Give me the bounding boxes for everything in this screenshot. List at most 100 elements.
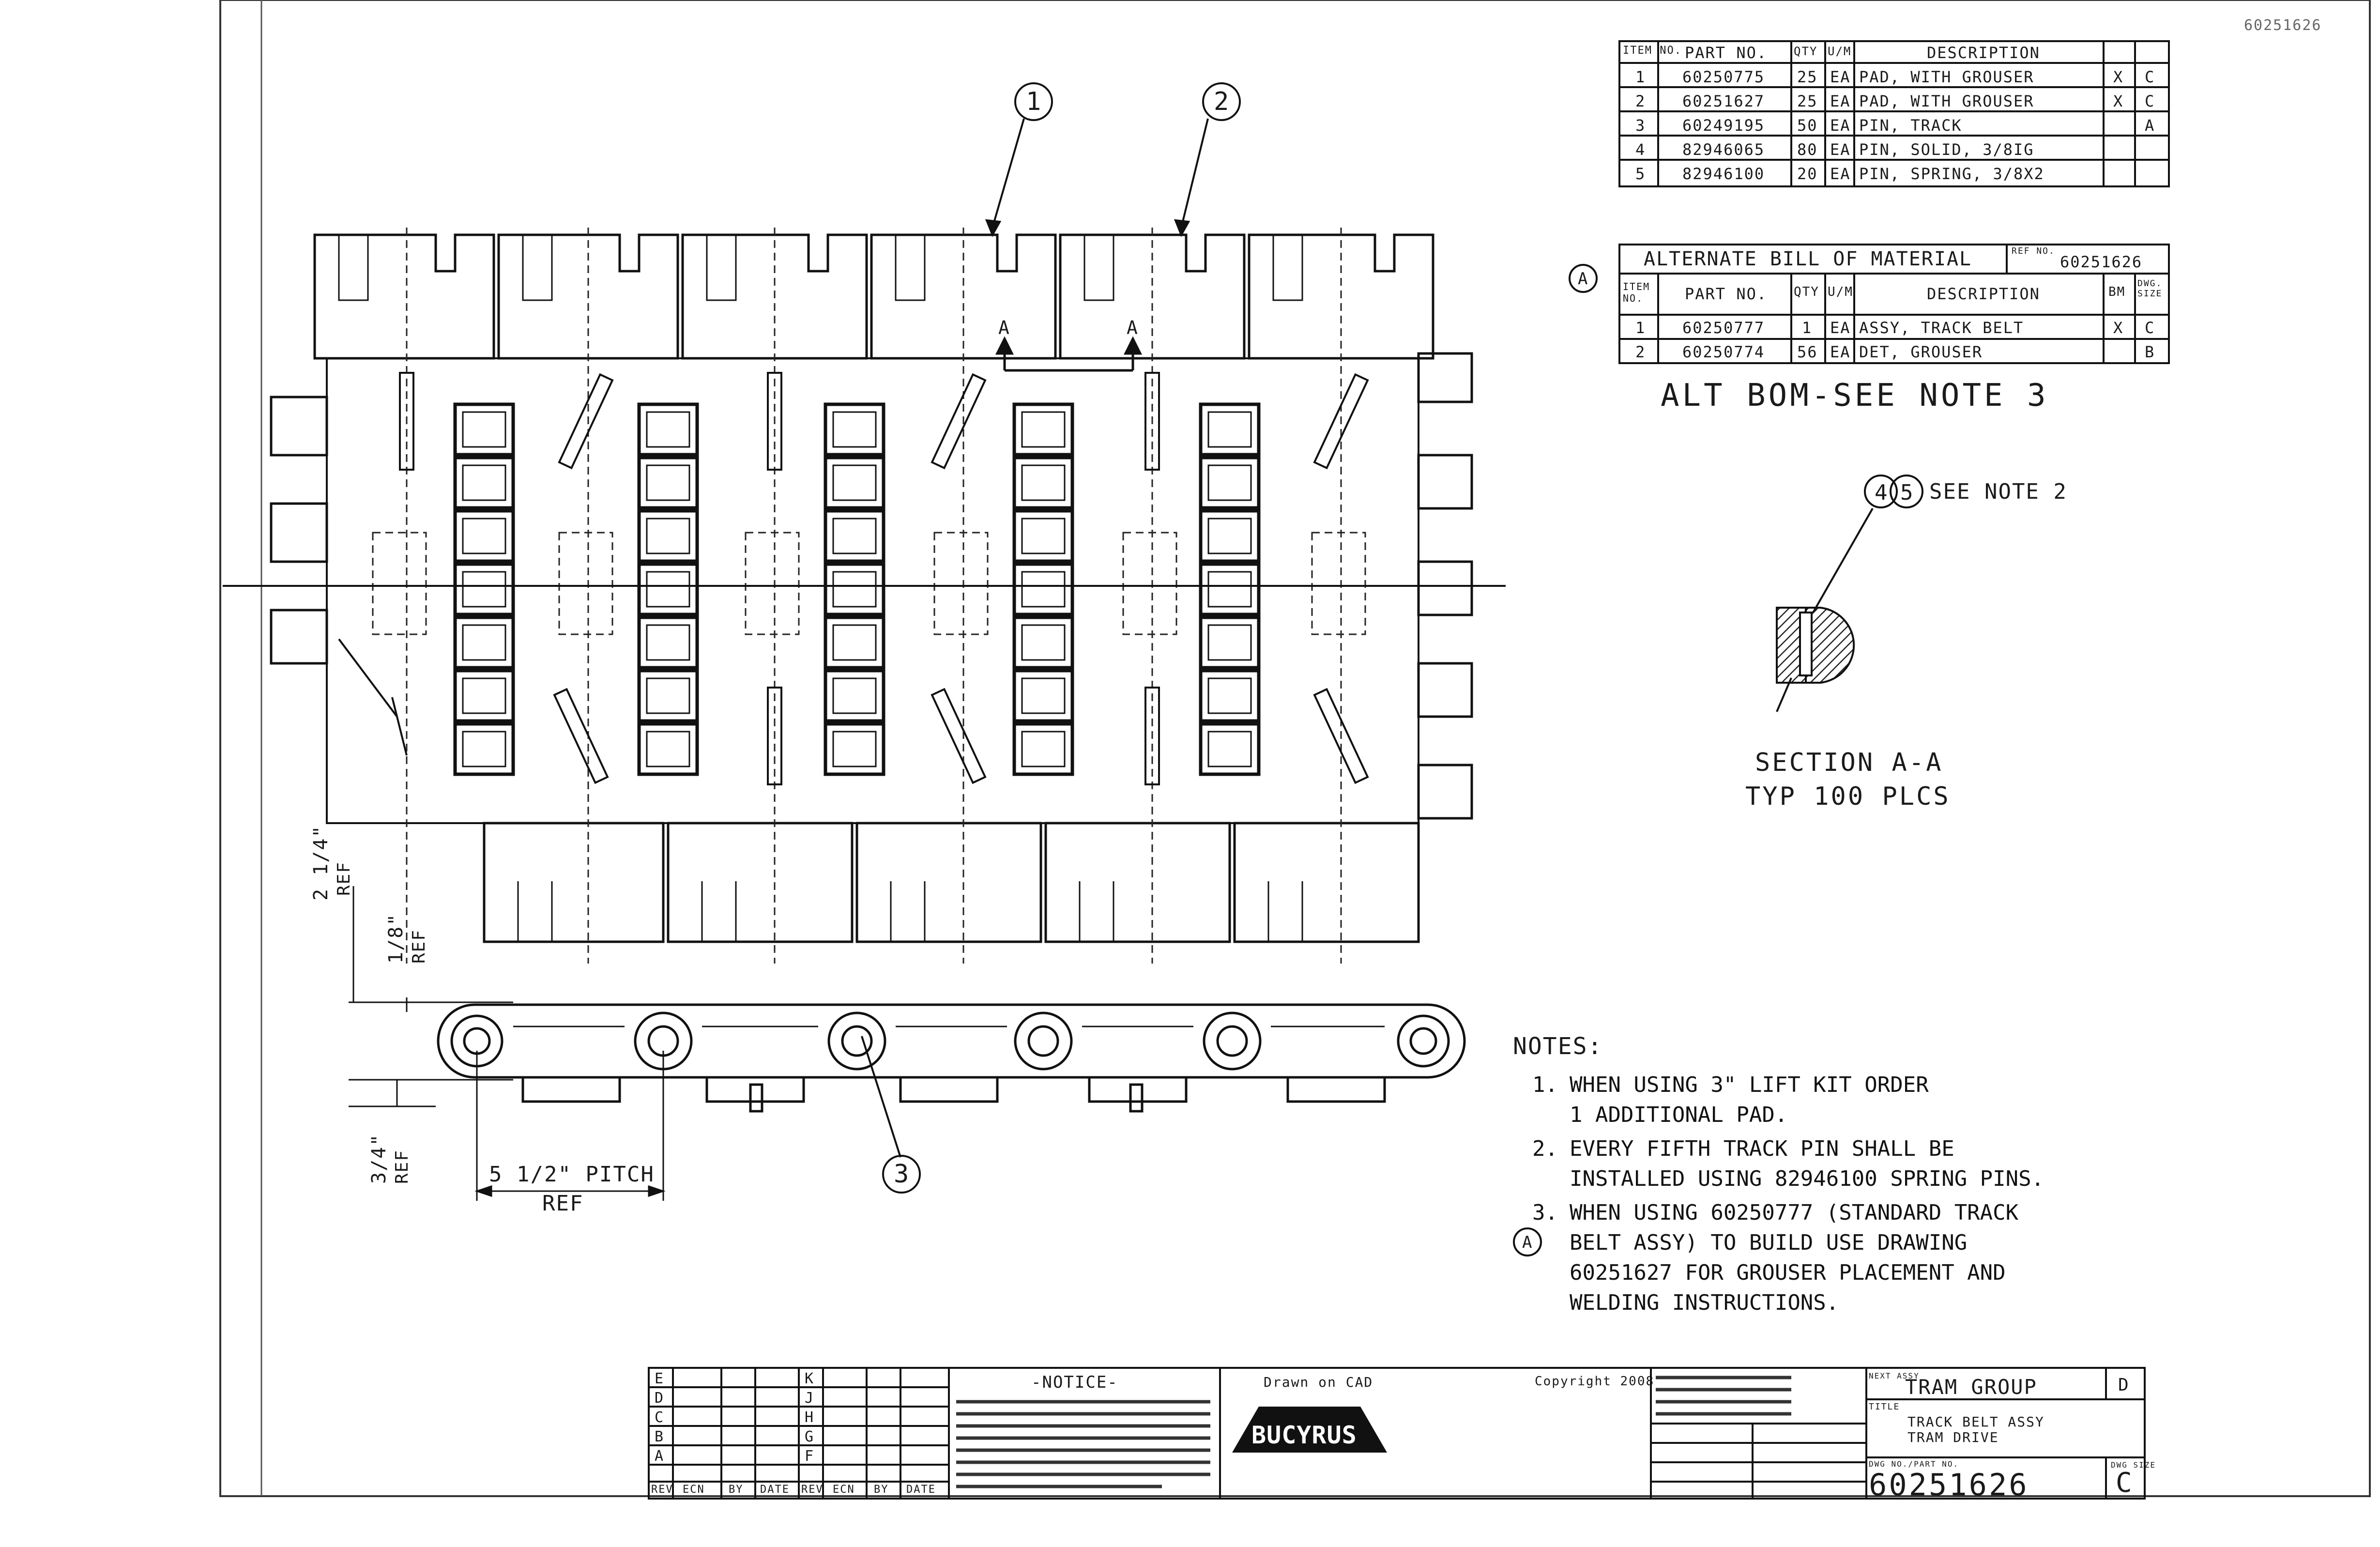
rev-header-ecn: ECN xyxy=(683,1484,705,1496)
alt-bom-row-1-desc: ASSY, TRACK BELT xyxy=(1859,319,2024,337)
link-column-3 xyxy=(825,404,884,774)
alt-bom-row-1-um: EA xyxy=(1830,319,1851,337)
track-belt-plan-view xyxy=(270,233,1473,943)
bom-row-3-um: EA xyxy=(1830,116,1851,135)
drawn-on-cad: Drawn on CAD xyxy=(1264,1374,1373,1390)
notes-list: 1. WHEN USING 3" LIFT KIT ORDER 1 ADDITIO… xyxy=(1532,1070,2044,1318)
rev-header-date: DATE xyxy=(760,1484,790,1496)
rev-letter-c: C xyxy=(655,1409,665,1426)
rev-header-by: BY xyxy=(729,1484,744,1496)
dwg-size: D xyxy=(2118,1375,2130,1395)
bom-header-qty: QTY xyxy=(1794,45,1818,58)
alt-bom-ref-label: REF NO. xyxy=(2012,246,2055,256)
alt-bom-header-um: U/M xyxy=(1828,285,1853,299)
section-mark-right: A xyxy=(1127,317,1139,338)
bom-row-1-item: 1 xyxy=(1635,68,1646,86)
section-cut-marks xyxy=(995,336,1143,372)
rev-header-by-2: BY xyxy=(874,1484,889,1496)
note-1-line-2: 1 ADDITIONAL PAD. xyxy=(1569,1103,1788,1127)
dwg-rev: C xyxy=(2116,1467,2133,1499)
top-pad-row xyxy=(313,233,1434,360)
callout-a-bubble-altbom xyxy=(1569,264,1598,293)
next-assy-label: NEXT ASSY xyxy=(1869,1371,1920,1380)
alt-bom-header-bm: BM xyxy=(2108,285,2126,299)
bom-row-5-item: 5 xyxy=(1635,165,1646,183)
dwg-size-label: DWG SIZE xyxy=(2111,1460,2156,1470)
link-column-4 xyxy=(1014,404,1072,774)
bom-row-4-desc: PIN, SOLID, 3/8IG xyxy=(1859,140,2034,159)
note-1-number: 1. xyxy=(1532,1072,1558,1097)
bom-row-2-size: C xyxy=(2145,92,2155,110)
alt-bom-header-part: PART NO. xyxy=(1685,285,1768,303)
section-subtitle: TYP 100 PLCS xyxy=(1745,782,1951,811)
callout-leaders xyxy=(861,118,1209,1158)
bom-table-grid xyxy=(1618,40,2170,187)
alt-bom-header-desc: DESCRIPTION xyxy=(1927,285,2040,303)
alt-bom-row-2-um: EA xyxy=(1830,343,1851,361)
company-logo-text: BUCYRUS xyxy=(1251,1421,1357,1449)
note-3-number: 3. xyxy=(1532,1200,1558,1225)
bom-row-5-qty: 20 xyxy=(1797,165,1818,183)
note-2-line-2: INSTALLED USING 82946100 SPRING PINS. xyxy=(1569,1166,2044,1191)
alt-bom-row-1-bm: X xyxy=(2113,319,2124,337)
hidden-features xyxy=(372,228,1366,964)
approval-text-block xyxy=(1656,1376,1791,1416)
callout-a-altbom: A xyxy=(1578,269,1588,289)
bom-header-um: U/M xyxy=(1828,45,1852,58)
bom-row-2-desc: PAD, WITH GROUSER xyxy=(1859,92,2034,110)
rev-letter-e: E xyxy=(655,1370,665,1387)
bucyrus-logo xyxy=(1232,1407,1387,1453)
section-title: SECTION A-A xyxy=(1755,748,1943,777)
alt-bom-ref: 60251626 xyxy=(2060,253,2143,271)
section-callout-note: SEE NOTE 2 xyxy=(1929,479,2067,504)
title-block-grid xyxy=(648,1367,2146,1500)
bom-row-1-bm: X xyxy=(2113,68,2124,86)
rev-letter-d: D xyxy=(655,1390,665,1407)
callout-4: 4 xyxy=(1875,480,1888,505)
alt-bom-row-2-qty: 56 xyxy=(1797,343,1818,361)
dimension-lines xyxy=(349,886,666,1201)
title-line-2: TRAM DRIVE xyxy=(1907,1429,1999,1445)
note-1-line-1: WHEN USING 3" LIFT KIT ORDER xyxy=(1569,1072,1929,1097)
rev-header-rev-2: REV xyxy=(801,1484,824,1496)
note-2-line-1: EVERY FIFTH TRACK PIN SHALL BE xyxy=(1569,1136,1954,1161)
bom-row-3-item: 3 xyxy=(1635,116,1646,135)
alt-bom-row-1-item: 1 xyxy=(1635,319,1646,337)
note-3-line-1: WHEN USING 60250777 (STANDARD TRACK xyxy=(1569,1200,2019,1225)
bom-row-4-part: 82946065 xyxy=(1682,140,1765,159)
dim-pitch-ref: REF xyxy=(542,1191,584,1216)
alt-bom-header-item: ITEM NO. xyxy=(1623,281,1650,304)
alt-bom-header-qty: QTY xyxy=(1794,285,1819,299)
bom-row-4-um: EA xyxy=(1830,140,1851,159)
sheet-border xyxy=(219,0,2371,1497)
alt-bom-row-1-qty: 1 xyxy=(1802,319,1813,337)
bom-row-3-qty: 50 xyxy=(1797,116,1818,135)
alt-bom-row-2-part: 60250774 xyxy=(1682,343,1765,361)
alt-bom-title: ALTERNATE BILL OF MATERIAL xyxy=(1644,248,1972,270)
bom-row-1-qty: 25 xyxy=(1797,68,1818,86)
rev-letter-j: J xyxy=(805,1390,815,1407)
note-2-number: 2. xyxy=(1532,1136,1558,1161)
notice-text-block xyxy=(956,1400,1210,1488)
dwg-no: 60251626 xyxy=(1869,1467,2029,1502)
callout-3: 3 xyxy=(894,1160,909,1189)
dim-2-1-4-ref: REF xyxy=(334,861,354,896)
note-2: 2. EVERY FIFTH TRACK PIN SHALL BE INSTALL… xyxy=(1532,1134,2044,1194)
link-column-5 xyxy=(1201,404,1259,774)
alt-bom-row-1-part: 60250777 xyxy=(1682,319,1765,337)
rev-letter-k: K xyxy=(805,1370,815,1387)
note-1: 1. WHEN USING 3" LIFT KIT ORDER 1 ADDITIO… xyxy=(1532,1070,2044,1130)
link-column-2 xyxy=(639,404,697,774)
bom-row-1-size: C xyxy=(2145,68,2155,86)
rev-letter-f: F xyxy=(805,1448,815,1465)
bom-row-1-um: EA xyxy=(1830,68,1851,86)
alt-bom-row-2-item: 2 xyxy=(1635,343,1646,361)
callout-a-bubble-notes xyxy=(1513,1227,1542,1256)
break-line xyxy=(338,638,408,756)
note-3-line-3: 60251627 FOR GROUSER PLACEMENT AND xyxy=(1569,1260,2006,1285)
alt-bom-header-size: DWG. SIZE xyxy=(2137,278,2163,299)
alt-bom-row-2-desc: DET, GROUSER xyxy=(1859,343,1983,361)
dim-1-8: 1/8" xyxy=(385,913,407,964)
rev-letter-h: H xyxy=(805,1409,815,1426)
